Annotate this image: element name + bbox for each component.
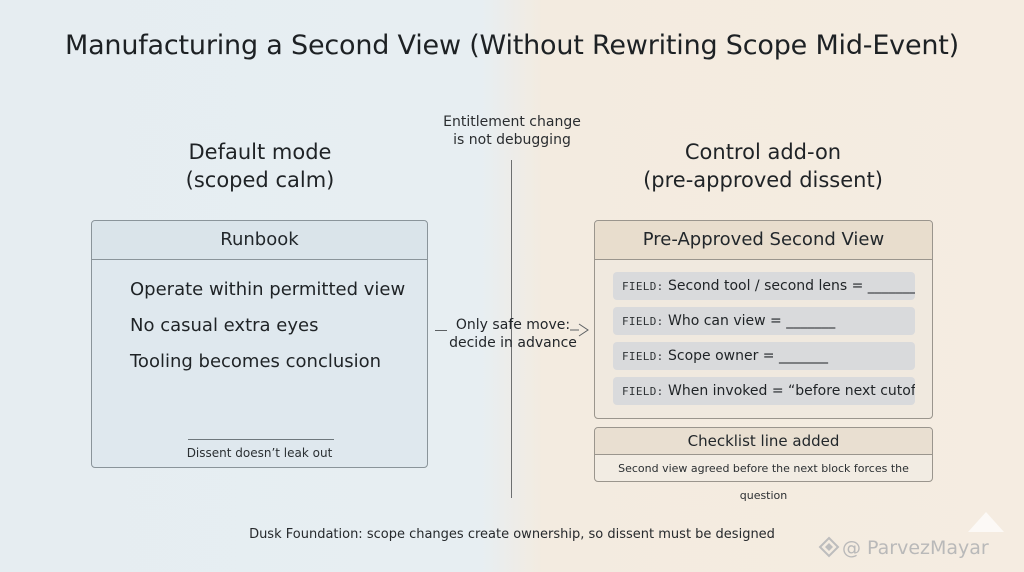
center-divider <box>511 160 512 498</box>
field-row-who-can-view: FIELD: Who can view = _______ <box>613 307 915 335</box>
page-title: Manufacturing a Second View (Without Rew… <box>64 30 960 61</box>
field-text: Scope owner = _______ <box>668 348 828 364</box>
runbook-panel: Runbook Operate within permitted view No… <box>91 220 428 468</box>
watermark-triangle-icon <box>968 512 1004 532</box>
footer-caption: Dusk Foundation: scope changes create ow… <box>249 527 775 542</box>
runbook-item: No casual extra eyes <box>130 315 319 336</box>
checklist-header: Checklist line added <box>595 428 932 455</box>
field-tag: FIELD: <box>622 315 664 328</box>
runbook-item: Operate within permitted view <box>130 279 406 300</box>
runbook-footer-rule <box>188 439 334 440</box>
left-heading-line-1: Default mode <box>188 140 332 164</box>
right-heading-line-2: (pre-approved dissent) <box>643 168 883 192</box>
left-heading-line-2: (scoped calm) <box>185 168 335 192</box>
right-heading-line-1: Control add-on <box>684 140 842 164</box>
connector-line-left <box>435 330 447 331</box>
field-tag: FIELD: <box>622 280 664 293</box>
right-column-heading: Control add-on (pre-approved dissent) <box>612 138 914 194</box>
divider-note-line-1: Entitlement change <box>443 114 581 130</box>
field-row-scope-owner: FIELD: Scope owner = _______ <box>613 342 915 370</box>
field-row-second-tool: FIELD: Second tool / second lens = _____… <box>613 272 915 300</box>
field-text: When invoked = “before next cutoff” <box>668 383 915 399</box>
connector-label: Only safe move: decide in advance <box>448 316 578 352</box>
connector-arrow-icon <box>570 323 589 337</box>
runbook-footer-note: Dissent doesn’t leak out <box>186 446 333 460</box>
second-view-panel: Pre-Approved Second View FIELD: Second t… <box>594 220 933 419</box>
watermark-logo-icon <box>818 536 840 558</box>
divider-note-line-2: is not debugging <box>453 132 571 148</box>
checklist-panel: Checklist line added Second view agreed … <box>594 427 933 502</box>
runbook-header: Runbook <box>92 221 427 260</box>
left-column-heading: Default mode (scoped calm) <box>110 138 410 194</box>
divider-note: Entitlement change is not debugging <box>432 113 592 149</box>
field-text: Who can view = _______ <box>668 313 836 329</box>
field-tag: FIELD: <box>622 385 664 398</box>
runbook-item: Tooling becomes conclusion <box>130 351 382 372</box>
connector-label-line-2: decide in advance <box>449 335 577 351</box>
field-text: Second tool / second lens = _______ <box>668 278 915 294</box>
field-row-when-invoked: FIELD: When invoked = “before next cutof… <box>613 377 915 405</box>
watermark-text: @ ParvezMayar <box>842 537 989 559</box>
checklist-body: Second view agreed before the next block… <box>618 462 909 502</box>
second-view-header: Pre-Approved Second View <box>595 221 932 260</box>
field-tag: FIELD: <box>622 350 664 363</box>
watermark: @ ParvezMayar <box>818 536 989 559</box>
connector-label-line-1: Only safe move: <box>455 317 571 333</box>
